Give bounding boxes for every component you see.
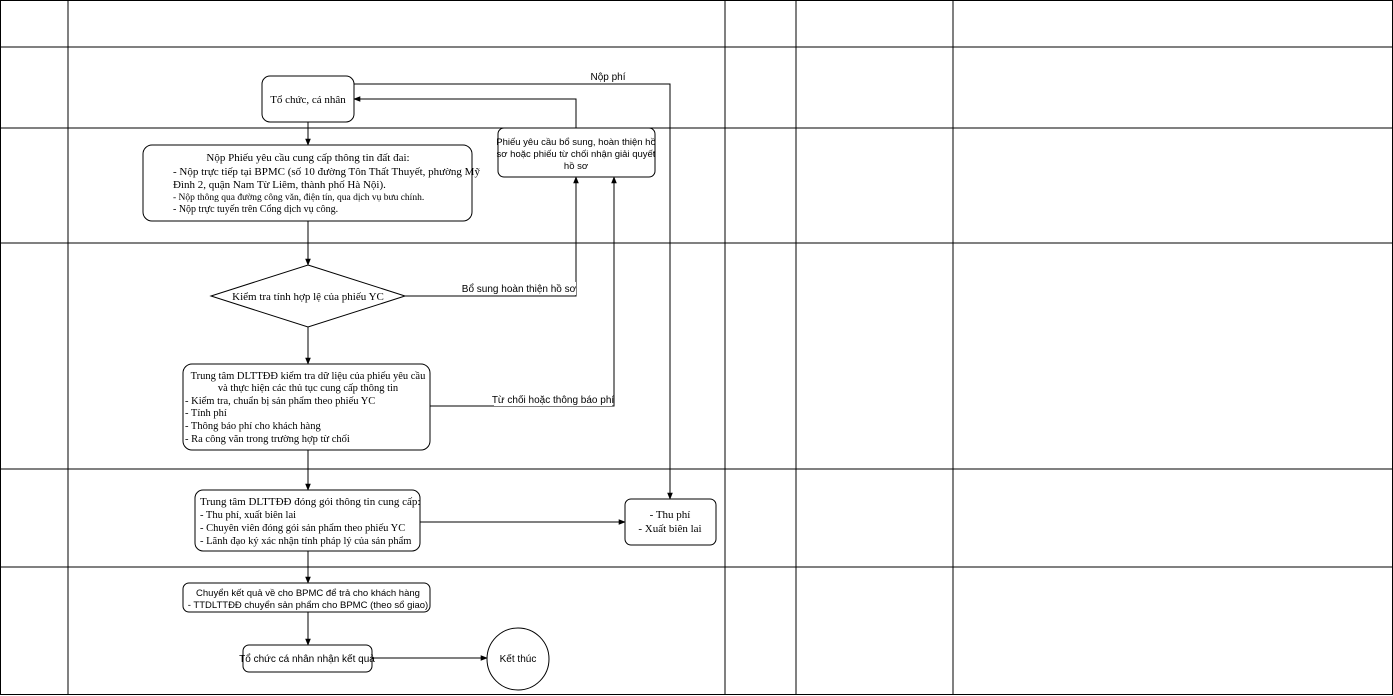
node-supplement: Phiếu yêu cầu bổ sung, hoàn thiện hồ sơ … [496,127,656,178]
node-package-line: - Thu phí, xuất biên lai [200,510,296,521]
edge-start-fee [354,83,673,500]
node-center-check-line: - Thông báo phí cho khách hàng [185,421,321,432]
label-pay-fee: Nộp phí [590,72,625,83]
node-package: Trung tâm DLTTĐĐ đóng gói thông tin cung… [194,489,421,552]
edge-labels: Nộp phí Bổ sung hoàn thiện hồ sơ Từ chối… [462,70,633,406]
node-start: Tổ chức, cá nhân [261,75,355,123]
node-fee-line: - Xuất biên lai [638,523,701,535]
edge-check-supplement [405,176,579,297]
node-submit-line: Đình 2, quận Nam Từ Liêm, thành phố Hà N… [173,179,386,191]
node-center-check-line: - Ra công văn trong trường hợp từ chối [185,434,350,445]
node-supplement-line: sơ hoặc phiếu từ chối nhận giải quyết [497,149,656,160]
node-center-check-line: - Kiểm tra, chuẩn bị sản phẩm theo phiếu… [185,396,375,407]
node-supplement-line: Phiếu yêu cầu bổ sung, hoàn thiện hồ [496,137,656,148]
node-submit-title: Nộp Phiếu yêu cầu cung cấp thông tin đất… [206,152,409,164]
node-end-text: Kết thúc [500,653,537,665]
node-check-decision: Kiểm tra tính hợp lệ của phiếu YC [209,264,407,328]
node-start-text: Tổ chức, cá nhân [270,94,346,106]
node-package-line: - Chuyên viên đóng gói sản phẩm theo phi… [200,523,405,534]
node-center-check-line: và thực hiện các thủ tục cung cấp thông … [218,383,399,394]
node-package-line: Trung tâm DLTTĐĐ đóng gói thông tin cung… [200,496,420,508]
edge-supplement-start [353,96,577,128]
connectors [305,83,673,661]
node-fee-line: - Thu phí [650,509,691,521]
edge-center-supplement [430,176,617,407]
node-transfer-line: - TTDLTTĐĐ chuyển sản phẩm cho BPMC (the… [188,600,428,611]
node-submit-line: - Nộp trực tiếp tại BPMC (số 10 đường Tô… [173,166,480,178]
node-end: Kết thúc [486,627,550,691]
node-center-check-line: Trung tâm DLTTĐĐ kiểm tra dữ liệu của ph… [191,371,426,382]
node-supplement-line: hồ sơ [564,161,588,172]
node-receive-text: Tổ chức cá nhân nhận kết quả [239,653,375,665]
node-check-text: Kiểm tra tính hợp lệ của phiếu YC [232,291,384,303]
node-transfer: Chuyển kết quả về cho BPMC để trả cho kh… [182,582,431,613]
node-submit-line: - Nộp trực tuyến trên Cổng dịch vụ công. [173,204,338,215]
node-center-check: Trung tâm DLTTĐĐ kiểm tra dữ liệu của ph… [182,363,431,451]
node-submit-line: - Nộp thông qua đường công văn, điện tín… [173,193,424,203]
node-package-line: - Lãnh đạo ký xác nhận tính pháp lý của … [200,536,411,547]
node-receive: Tổ chức cá nhân nhận kết quả [239,644,375,673]
node-fee: - Thu phí - Xuất biên lai [624,498,717,546]
label-reject: Từ chối hoặc thông báo phí [492,394,615,406]
node-submit: Nộp Phiếu yêu cầu cung cấp thông tin đất… [142,144,480,222]
node-center-check-line: - Tính phí [185,408,227,419]
label-supplement: Bổ sung hoàn thiện hồ sơ [462,283,577,295]
node-transfer-line: Chuyển kết quả về cho BPMC để trả cho kh… [196,588,420,599]
